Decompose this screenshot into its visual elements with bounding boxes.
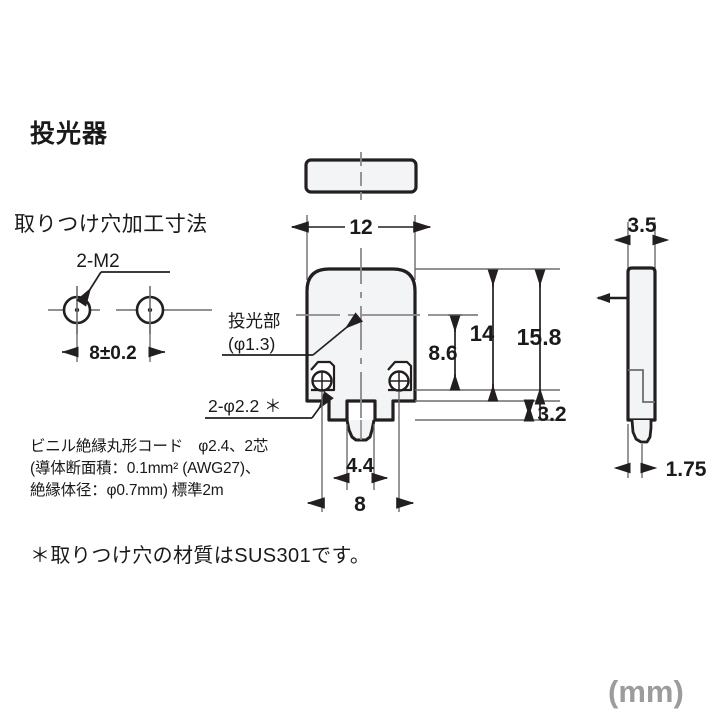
dim-8-label: 8 <box>354 493 366 516</box>
width-dimension-label: 12 <box>349 216 372 239</box>
cord-specification-text: ビニル絶縁丸形コード φ2.4、2芯 (導体断面積：0.1mm² (AWG27)… <box>30 436 268 502</box>
front-view-hole-left-crosshair <box>312 372 332 390</box>
front-view: 12 投光部 (φ1.3) <box>205 215 567 516</box>
side-view-cable-stub <box>630 419 653 444</box>
dim-15-8-label: 15.8 <box>517 324 562 350</box>
emitter-label-line2: (φ1.3) <box>228 334 275 354</box>
cord-spec-line-3: 絶縁体径：φ0.7mm) 標準2m <box>30 482 224 499</box>
front-view-hole-right-crosshair <box>389 372 409 390</box>
dim-3-2-label: 3.2 <box>537 403 566 426</box>
view-direction-arrow-head <box>596 293 610 303</box>
emitter-callout-leader <box>312 312 364 356</box>
mounting-hole-pattern-view: 2-M2 8±0.2 <box>48 251 212 364</box>
unit-marker: (mm) <box>608 674 684 709</box>
top-view <box>304 152 418 200</box>
hole-callout-label: 2-φ2.2 ＊ <box>208 396 282 416</box>
dim-8-6-label: 8.6 <box>428 342 457 365</box>
mounting-hole-view-heading: 取りつけ穴加工寸法 <box>14 213 208 236</box>
dim-3-5-label: 3.5 <box>627 214 657 237</box>
emitter-label-line1: 投光部 <box>228 311 281 331</box>
side-view: 3.5 1.75 <box>596 214 707 481</box>
dim-4-4-label: 4.4 <box>346 455 375 477</box>
cord-spec-line-2: (導体断面積：0.1mm² (AWG27)、 <box>30 460 261 477</box>
cord-spec-line-1: ビニル絶縁丸形コード φ2.4、2芯 <box>30 438 269 455</box>
thread-callout-leader <box>76 271 102 307</box>
page-title: 投光器 <box>30 120 109 148</box>
side-view-step-detail <box>628 369 655 403</box>
hole-callout-leader <box>311 391 334 419</box>
thread-callout-label: 2-M2 <box>76 251 119 272</box>
footnote-text: ＊取りつけ穴の材質はSUS301です。 <box>30 545 371 567</box>
side-view-body-outline <box>626 266 657 422</box>
dim-14-label: 14 <box>470 321 495 346</box>
dim-1-75-label: 1.75 <box>666 458 707 481</box>
pitch-dimension-label: 8±0.2 <box>89 343 136 364</box>
